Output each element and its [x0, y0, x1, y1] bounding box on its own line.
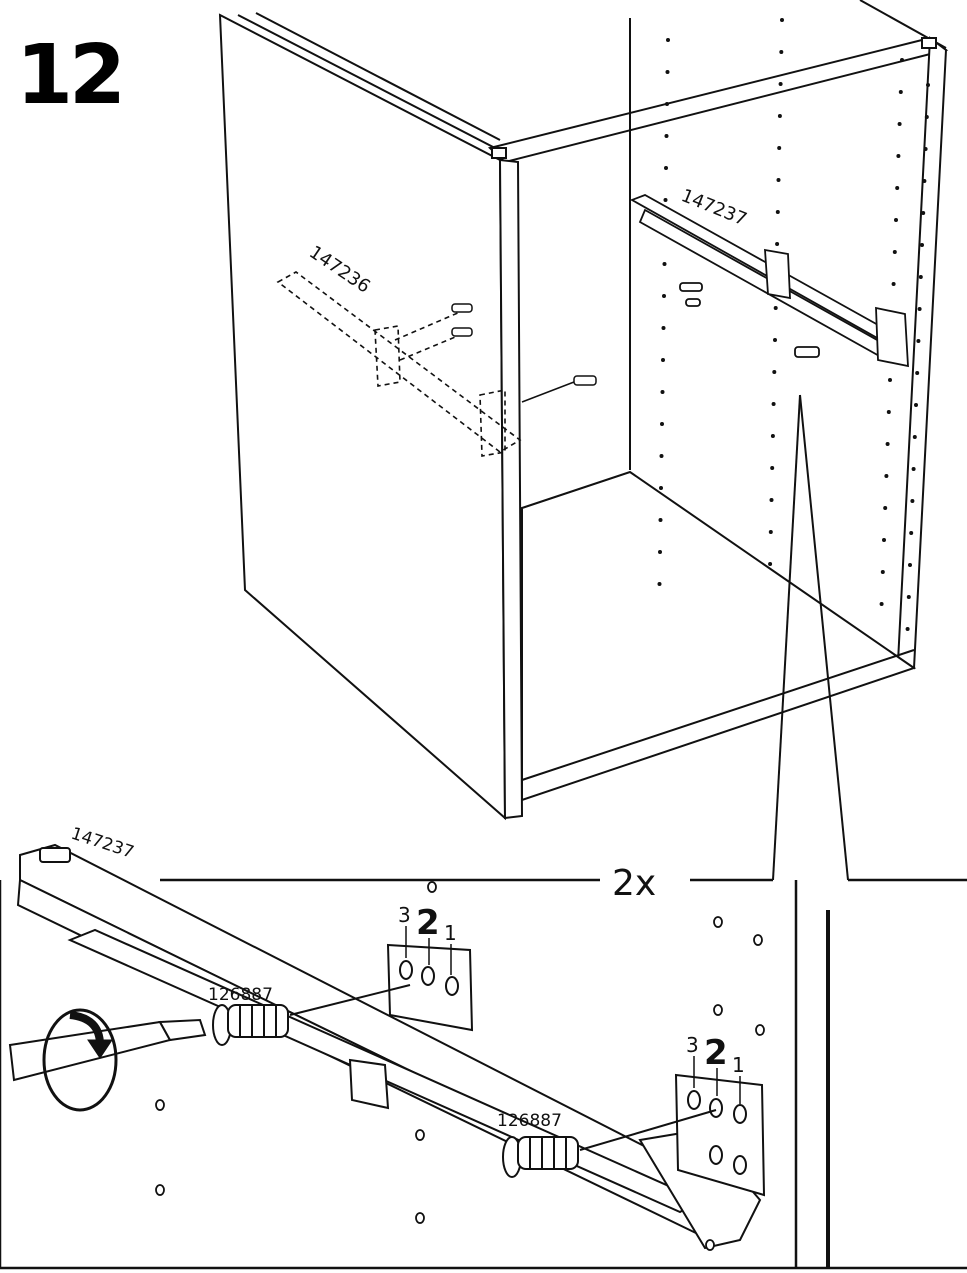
shelf-hole	[770, 434, 775, 438]
shelf-hole	[895, 186, 900, 190]
shelf-hole	[773, 306, 778, 310]
shelf-hole	[664, 134, 669, 138]
screw-icon	[451, 303, 597, 403]
shelf-hole	[918, 275, 923, 279]
shelf-hole	[920, 243, 924, 247]
shelf-hole	[660, 422, 664, 426]
shelf-hole	[905, 627, 910, 631]
shelf-hole	[894, 218, 898, 222]
shelf-hole	[915, 371, 920, 375]
shelf-hole	[923, 147, 928, 151]
shelf-hole	[908, 563, 912, 567]
shelf-hole	[910, 499, 915, 503]
hole-labels-a: 3 2 1	[398, 903, 457, 975]
shelf-hole	[778, 82, 783, 86]
rotation-arrow-icon	[42, 1008, 118, 1112]
shelf-hole	[658, 518, 663, 522]
shelf-hole	[883, 506, 888, 510]
hole-label-1: 1	[732, 1053, 745, 1077]
right-drawer-rail	[629, 194, 909, 368]
shelf-hole	[888, 378, 892, 382]
hole-label-2: 2	[416, 903, 440, 943]
shelf-hole	[663, 198, 668, 202]
shelf-hole	[661, 326, 666, 330]
shelf-hole	[768, 530, 773, 534]
shelf-hole	[891, 282, 896, 286]
screw-icon	[502, 1109, 717, 1178]
shelf-hole	[914, 403, 918, 407]
shelf-hole	[886, 410, 891, 414]
bracket-holes	[399, 960, 747, 1175]
shelf-hole	[880, 570, 885, 574]
cabinet-left-panel	[218, 13, 507, 821]
part-number-screw-a: 126887	[208, 985, 273, 1005]
shelf-hole	[661, 358, 665, 362]
hole-label-3: 3	[686, 1033, 699, 1057]
shelf-hole	[892, 250, 897, 254]
shelf-hole	[909, 531, 914, 535]
hole-label-3: 3	[398, 903, 411, 927]
shelf-hole	[885, 442, 890, 446]
shelf-hole-pattern	[657, 18, 930, 631]
shelf-hole	[772, 370, 777, 374]
detail-shelf-holes	[155, 881, 765, 1251]
shelf-hole	[911, 467, 916, 471]
shelf-hole	[776, 178, 781, 182]
step-number: 12	[16, 28, 122, 123]
zoom-callout	[772, 394, 849, 881]
quantity-label: 2x	[612, 863, 656, 904]
detail-frame	[0, 878, 967, 1270]
shelf-hole	[896, 154, 901, 158]
cabinet-front-edge	[498, 158, 524, 820]
shelf-hole	[916, 339, 921, 343]
shelf-hole	[664, 166, 668, 170]
shelf-hole	[775, 210, 780, 214]
shelf-hole	[922, 179, 927, 183]
shelf-hole	[912, 435, 917, 439]
hole-label-2: 2	[704, 1033, 728, 1073]
shelf-hole	[900, 58, 904, 62]
shelf-hole	[775, 242, 780, 246]
shelf-hole	[921, 211, 926, 215]
shelf-hole	[906, 595, 911, 599]
shelf-hole	[879, 602, 884, 606]
shelf-hole	[659, 486, 663, 490]
shelf-hole	[898, 90, 903, 94]
shelf-hole	[657, 582, 662, 586]
shelf-hole	[917, 307, 922, 311]
shelf-hole	[659, 454, 664, 458]
shelf-hole	[884, 474, 889, 478]
shelf-hole	[770, 466, 775, 470]
cabinet-bottom	[521, 470, 917, 802]
shelf-hole	[780, 18, 784, 22]
shelf-hole	[777, 114, 782, 118]
hole-labels-b: 3 2 1	[686, 1033, 745, 1104]
shelf-hole	[666, 38, 670, 42]
shelf-hole	[768, 562, 773, 566]
shelf-hole	[662, 294, 666, 298]
hole-label-1: 1	[444, 921, 457, 945]
cabinet	[218, 0, 949, 821]
shelf-hole	[773, 338, 777, 342]
shelf-hole	[662, 262, 667, 266]
screw-icon	[212, 984, 411, 1046]
cabinet-top-rail	[487, 36, 949, 164]
shelf-hole	[926, 83, 930, 87]
shelf-hole	[779, 50, 784, 54]
part-number-screw-b: 126887	[497, 1111, 562, 1131]
shelf-hole	[660, 390, 665, 394]
shelf-hole	[924, 115, 929, 119]
shelf-hole	[665, 70, 670, 74]
shelf-hole	[777, 146, 782, 150]
shelf-hole	[769, 498, 774, 502]
shelf-hole	[771, 402, 776, 406]
shelf-hole	[658, 550, 662, 554]
shelf-hole	[882, 538, 886, 542]
shelf-hole	[665, 102, 669, 106]
left-drawer-rail	[276, 271, 522, 457]
shelf-hole	[897, 122, 902, 126]
